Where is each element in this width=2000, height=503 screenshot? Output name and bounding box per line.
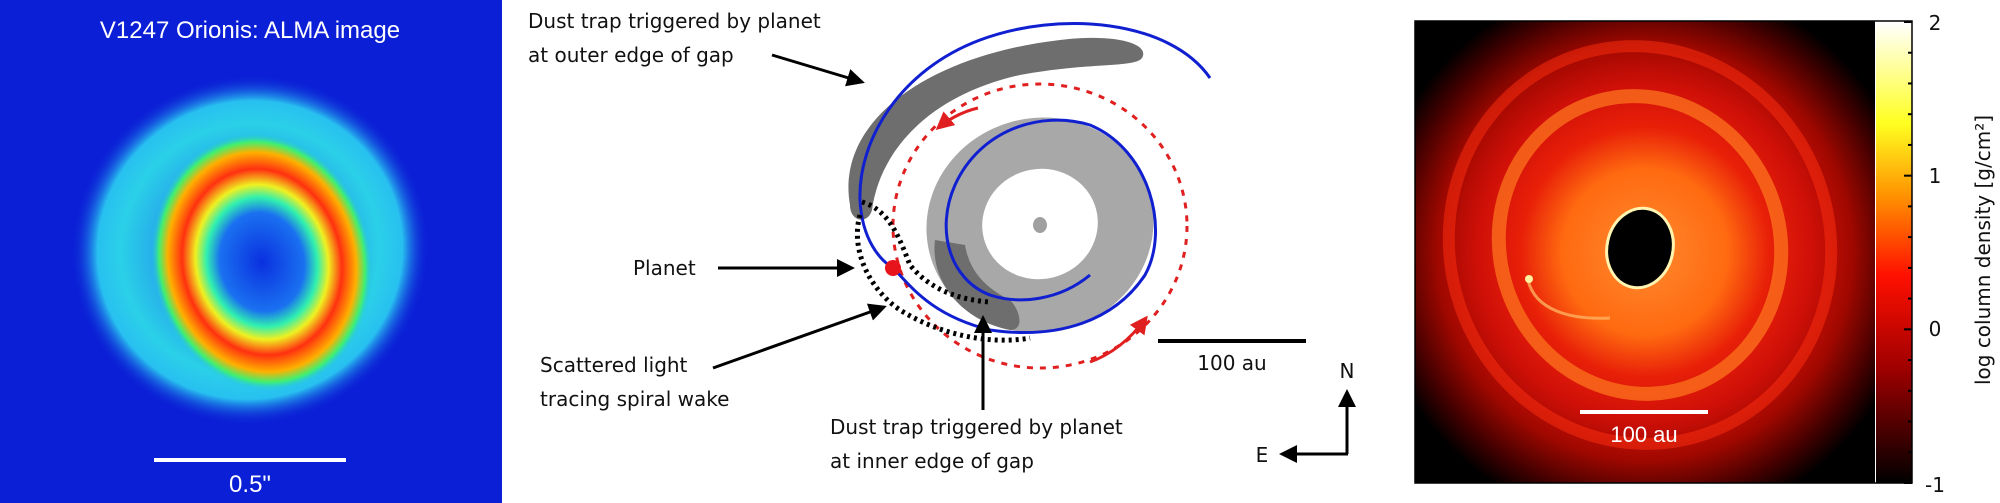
alma-title: V1247 Orionis: ALMA image	[100, 17, 400, 44]
compass: N E	[1256, 359, 1356, 467]
colorbar-axis-label: log column density [g/cm²]	[1971, 115, 1995, 385]
colorbar-ticks	[1904, 21, 1912, 484]
outer-trap-label-1: Dust trap triggered by planet	[528, 9, 821, 33]
sim-scale-label: 100 au	[1610, 422, 1677, 447]
alma-image-panel: V1247 Orionis: ALMA image 0.5"	[0, 0, 502, 503]
colorbar-tick-label: 2	[1929, 11, 1942, 35]
orbit-direction-arrow-top	[935, 106, 979, 130]
planet-orbit	[891, 82, 1189, 370]
orbit-direction-arrow-bottom	[1089, 315, 1148, 364]
scattered-arrow	[712, 303, 887, 370]
schematic-diagram: Dust trap triggered by planet at outer e…	[528, 9, 1356, 473]
inner-cavity-sim	[1605, 206, 1675, 290]
planet-marker	[885, 260, 901, 276]
colorbar-tick-label: 1	[1929, 164, 1942, 188]
inner-ring	[151, 132, 373, 392]
inner-trap-label-1: Dust trap triggered by planet	[830, 415, 1123, 439]
outer-dust-trap	[848, 37, 1144, 220]
colorbar-tick-label: 0	[1929, 317, 1942, 341]
density-ring-outer	[1442, 40, 1838, 450]
star	[1033, 217, 1047, 233]
spiral-wake	[858, 22, 1212, 334]
simulation-panel: 100 au 2 1 0 -1 log column density [g/cm…	[1414, 11, 1995, 497]
planet-label: Planet	[633, 256, 696, 280]
planet-wake-sim	[1526, 279, 1611, 320]
outer-trap-label-2: at outer edge of gap	[528, 43, 734, 67]
scattered-label-1: Scattered light	[540, 353, 688, 377]
scattered-label-2: tracing spiral wake	[540, 387, 729, 411]
inner-trap-label-2: at inner edge of gap	[830, 449, 1034, 473]
alma-scale-label: 0.5"	[229, 471, 271, 498]
compass-north-label: N	[1340, 359, 1355, 383]
planet-sim	[1525, 275, 1533, 283]
schematic-scale-label: 100 au	[1197, 351, 1266, 375]
outer-trap-arrow	[771, 53, 865, 87]
compass-east-label: E	[1256, 443, 1269, 467]
map-frame	[1414, 20, 1913, 484]
colorbar	[1876, 22, 1912, 483]
colorbar-tick-label: -1	[1925, 473, 1945, 497]
density-ring	[1491, 89, 1789, 401]
